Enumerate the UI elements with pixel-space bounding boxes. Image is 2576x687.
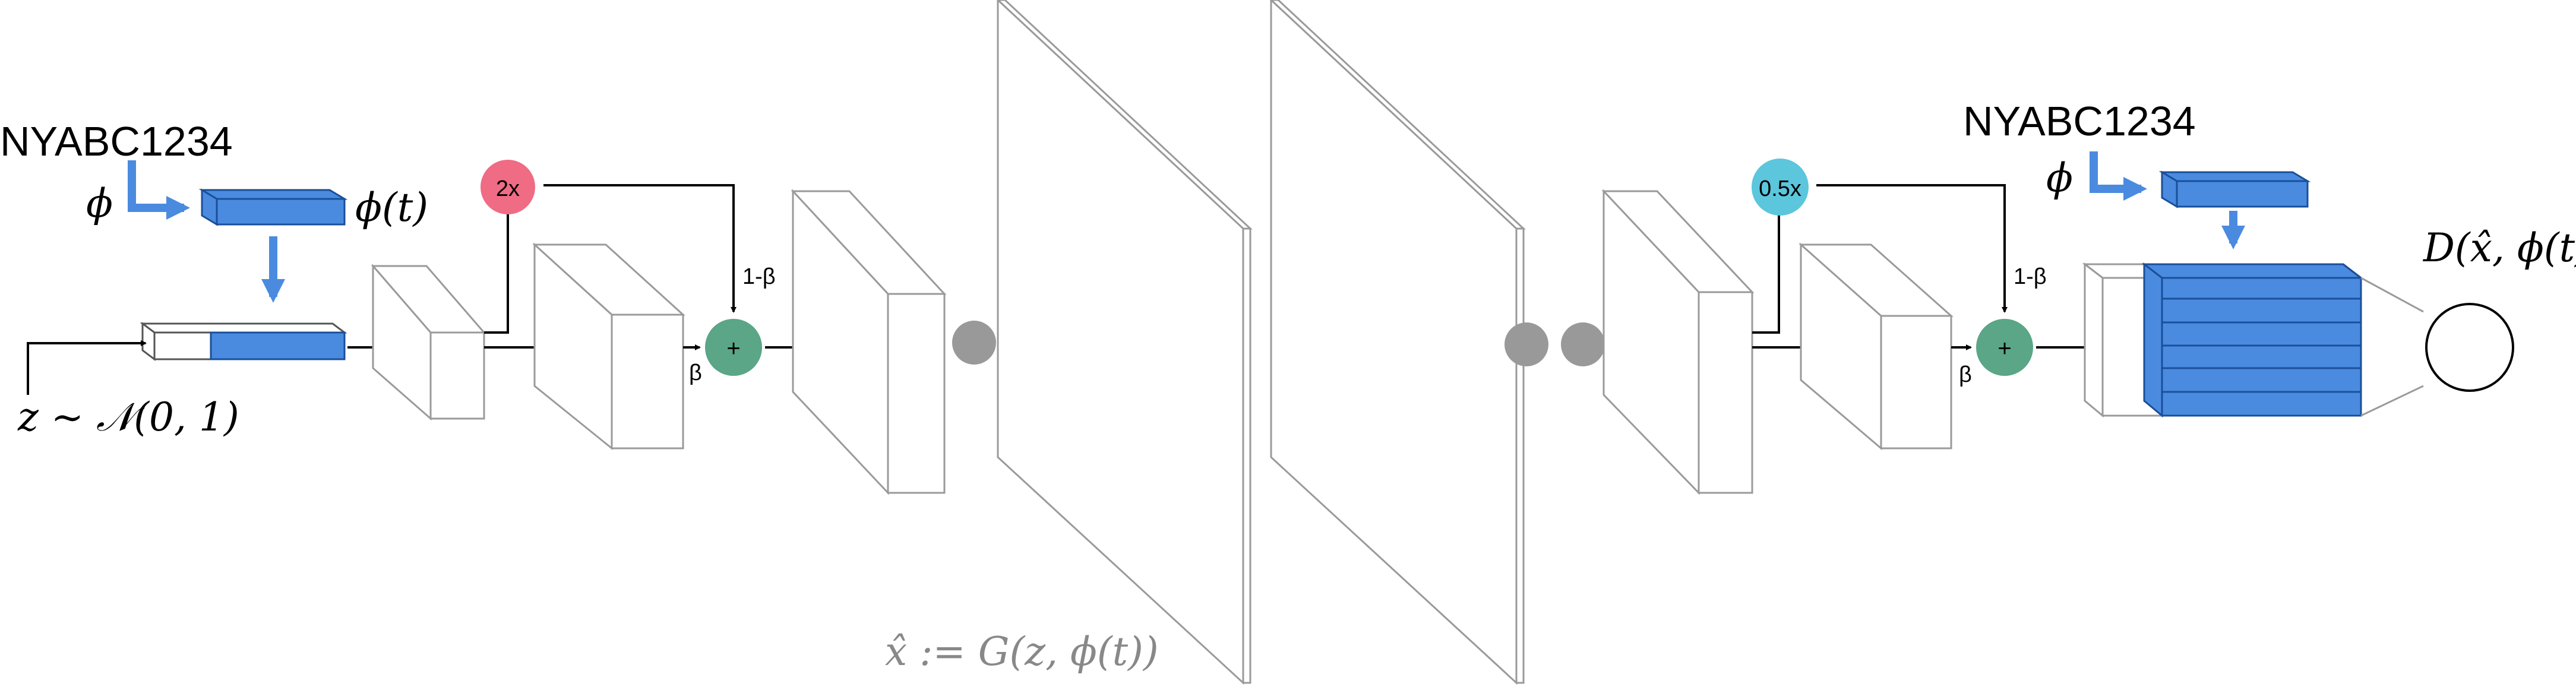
- discriminator-input-panel: [1269, 0, 1526, 685]
- discriminator-block-2: [1799, 242, 1954, 451]
- input-text-left: NYABC1234: [0, 118, 233, 164]
- arrow-to-downsample: [1752, 176, 1782, 334]
- one-minus-beta-right: 1-β: [2014, 264, 2047, 289]
- beta-left: β: [689, 360, 702, 385]
- generator-output-panel: [996, 0, 1253, 685]
- embed-arrow-right: [2090, 151, 2147, 201]
- embedding-prism-right: [2158, 170, 2311, 208]
- downsample-node: [1752, 159, 1809, 216]
- generator-block-1: [371, 263, 486, 421]
- phi-t-label: ϕ(t): [355, 185, 428, 230]
- generator-output-label: x̂ := G(z, ϕ(t)): [885, 629, 1159, 675]
- arrow-to-upsample: [484, 176, 511, 334]
- sum-node-right: [1976, 319, 2033, 376]
- arrow-upsample-to-sum: [543, 184, 737, 313]
- projection-line-bottom: [2360, 385, 2424, 417]
- sum-label-left: +: [726, 335, 740, 362]
- phi-label-left: ϕ: [86, 181, 113, 226]
- sum-label-right: +: [1997, 335, 2011, 362]
- generator-block-3: [791, 189, 947, 495]
- beta-right: β: [1959, 362, 1972, 387]
- upsample-node: [481, 160, 535, 214]
- arrow-downsample-to-sum: [1816, 184, 2008, 313]
- input-text-right: NYABC1234: [1963, 98, 2196, 144]
- upsample-label: 2x: [496, 176, 520, 201]
- sum-node-left: [705, 319, 762, 376]
- phi-label-right: ϕ: [2046, 155, 2073, 201]
- embedding-prism-left: [198, 188, 348, 226]
- embed-arrow-left: [128, 160, 190, 220]
- downsample-label: 0.5x: [1759, 176, 1801, 201]
- generator-block-2: [532, 242, 685, 451]
- one-minus-beta-left: 1-β: [742, 264, 776, 289]
- discriminator-output-node: [2425, 303, 2514, 392]
- discriminator-final-block: [2082, 262, 2364, 418]
- noise-label: z ∼ 𝒩(0, 1): [17, 394, 239, 440]
- discriminator-output-label: D(x̂, ϕ(t)): [2423, 225, 2576, 271]
- discriminator-block-1: [1601, 189, 1755, 495]
- concat-vector: [140, 322, 347, 361]
- noise-arrow: [27, 340, 147, 395]
- projection-line-top: [2360, 277, 2424, 313]
